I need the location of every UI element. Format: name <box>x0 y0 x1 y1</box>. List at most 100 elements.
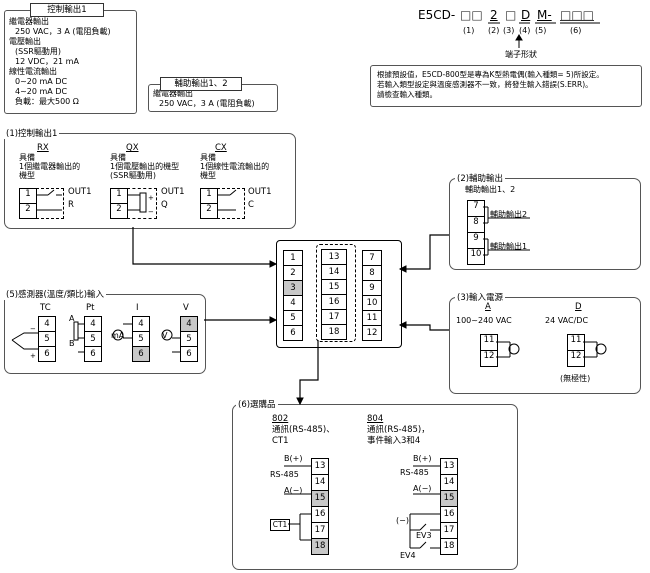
cx-desc: 具備 <box>200 153 216 162</box>
opt-802-desc: 通訊(RS-485)、 <box>272 425 335 435</box>
aux-subtitle: 輔助輸出1、2 <box>465 185 516 194</box>
opt802-bplus: B(+) <box>284 454 303 463</box>
spec-line: 負載：最大500 Ω <box>15 97 79 106</box>
cx-desc: 機型 <box>200 171 216 180</box>
rx-out-label: OUT1 <box>68 187 92 197</box>
opt804-aminus: A(−) <box>413 484 432 493</box>
model-c4: D <box>521 8 531 22</box>
cx-out-label: OUT1 <box>248 187 272 197</box>
opt-802-desc: CT1 <box>272 436 289 446</box>
opt804-rs485: RS-485 <box>400 468 429 477</box>
main-right-terminal-8: 8 <box>362 265 382 281</box>
model-c5: M- <box>537 8 552 22</box>
spec-line: 250 VAC，3 A (電阻負載) <box>159 99 255 108</box>
spec-line: 繼電器輸出 <box>153 89 193 98</box>
pt-label: Pt <box>86 303 95 313</box>
note-line: 請檢查輸入種類。 <box>377 90 437 99</box>
qx-voltage-box <box>127 188 157 219</box>
spec-line: 0~20 mA DC <box>15 77 68 86</box>
code-n2: (2) <box>488 26 500 35</box>
svg-text:+: + <box>148 194 154 202</box>
code-n5: (5) <box>535 26 547 35</box>
main-left-terminal-6: 6 <box>283 325 303 341</box>
main-right-terminal-12: 12 <box>362 325 382 341</box>
tc-terminal-6: 6 <box>38 346 56 362</box>
rx-desc: 具備 <box>19 153 35 162</box>
power-d-terminal-12: 12 <box>567 350 585 367</box>
opt-804-desc: 事件輸入3和4 <box>367 436 421 446</box>
qx-code: QX <box>126 143 139 153</box>
opt802-terminal-18: 18 <box>311 538 329 555</box>
model-prefix: E5CD- <box>418 8 456 22</box>
rx-sym: R <box>68 200 74 210</box>
qx-desc: 1個電壓輸出的機型 <box>110 162 180 171</box>
model-boxes: □□ <box>460 8 483 22</box>
section-1-title: (1)控制輸出1 <box>4 127 60 139</box>
spec-line: (SSR驅動用) <box>15 47 61 56</box>
code-n3: (3) <box>503 26 515 35</box>
spec-line: 線性電流輸出 <box>9 67 57 76</box>
opt802-aminus: A(−) <box>284 486 303 495</box>
aux1-label: 輔助輸出1 <box>490 242 528 251</box>
i-label: I <box>136 303 139 313</box>
option-terminal-group <box>316 244 356 342</box>
spec-line: 12 VDC，21 mA <box>15 57 79 66</box>
rx-code: RX <box>37 143 49 153</box>
pt-terminal-6: 6 <box>84 346 102 362</box>
cx-sym: C <box>248 200 254 210</box>
spec-line: 電壓輸出 <box>9 37 41 46</box>
tc-label: TC <box>40 303 51 313</box>
ev4-label: EV4 <box>400 551 416 560</box>
no-polarity-label: (無極性) <box>560 374 591 383</box>
spec-line: 250 VAC，3 A (電阻負載) <box>15 27 111 36</box>
note-line: 根據預設值，E5CD-800型是專為K型熱電偶(輸入種類= 5)所設定。 <box>377 70 604 79</box>
control-output-spec-box: 繼電器輸出 250 VAC，3 A (電阻負載) 電壓輸出 (SSR驅動用) 1… <box>4 10 137 114</box>
rx-desc: 1個繼電器輸出的 <box>19 162 81 171</box>
cx-current-box <box>217 188 245 219</box>
ct1-box: CT1 <box>270 519 290 531</box>
svg-text:−: − <box>148 208 154 216</box>
code-n4: (4) <box>519 26 531 35</box>
power-a-desc: 100~240 VAC <box>456 316 512 325</box>
terminal-shape-label: 端子形狀 <box>505 50 537 59</box>
model-c6: □□□ <box>560 8 595 22</box>
v-label: V <box>183 303 189 313</box>
svg-text:−: − <box>30 325 36 333</box>
aux-output-tag: 輔助輸出1、2 <box>160 77 242 91</box>
cx-code: CX <box>215 143 227 153</box>
power-d-code: D <box>575 302 582 312</box>
note-line: 若輸入類型設定與溫度感測器不一致，將發生輸入錯誤(S.ERR)。 <box>377 80 593 89</box>
cx-desc: 1個線性電流輸出的 <box>200 162 270 171</box>
i-terminal-5: 5 <box>132 331 150 347</box>
power-a-terminal-12: 12 <box>480 350 498 367</box>
qx-out-label: OUT1 <box>161 187 185 197</box>
rx-desc: 機型 <box>19 171 35 180</box>
options-section <box>232 404 518 570</box>
section-5-title: (5)感測器(溫度/類比)輸入 <box>4 288 107 300</box>
note-box: 根據預設值，E5CD-800型是專為K型熱電偶(輸入種類= 5)所設定。 若輸入… <box>370 65 642 107</box>
model-c2: 2 <box>490 8 498 22</box>
model-c3: □ <box>505 8 517 22</box>
qx-desc: (SSR驅動用) <box>110 171 156 180</box>
svg-text:+: + <box>30 352 36 360</box>
control-output-section <box>4 133 296 229</box>
pt-terminal-4: 4 <box>84 316 102 332</box>
rx-relay-box <box>36 188 64 219</box>
opt-804-code: 804 <box>367 414 384 424</box>
pt-b-label: B <box>69 339 75 348</box>
power-a-code: A <box>485 302 491 312</box>
qx-desc: 具備 <box>110 153 126 162</box>
main-middle-terminal-18: 18 <box>321 324 347 340</box>
code-n6: (6) <box>570 26 582 35</box>
opt804-bplus: B(+) <box>413 454 432 463</box>
opt804-terminal-18: 18 <box>440 538 458 555</box>
ma-label: mA <box>111 331 125 340</box>
spec-line: 4~20 mA DC <box>15 87 68 96</box>
power-d-desc: 24 VAC/DC <box>545 316 589 325</box>
opt802-rs485: RS-485 <box>270 470 299 479</box>
section-2-title: (2)輔助輸出 <box>455 172 506 184</box>
spec-line: 繼電器輸出 <box>9 17 49 26</box>
opt-802-code: 802 <box>272 414 289 424</box>
opt804-minus: (−) <box>396 516 409 525</box>
v-terminal-6: 6 <box>180 346 198 362</box>
